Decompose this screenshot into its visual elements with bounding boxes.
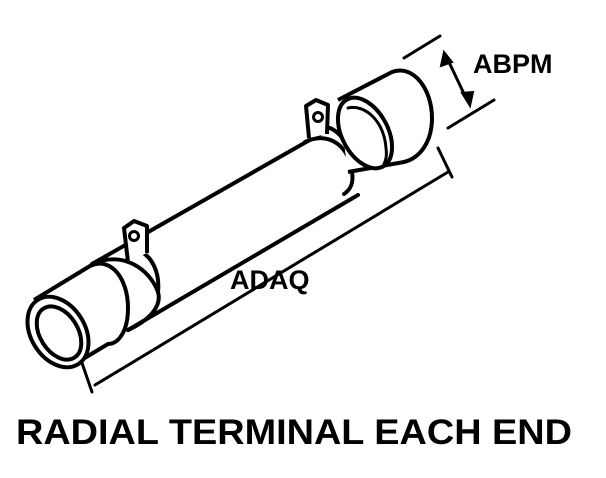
right-radial-terminal [304,98,330,139]
right-end-cap [335,68,434,174]
left-end-cap [25,261,130,370]
arrowhead-down [460,90,475,109]
arrowhead-up [439,49,454,68]
left-radial-terminal [122,219,149,263]
left-terminal-hole [128,230,140,242]
length-dimension [80,146,454,394]
diameter-label: ABPM [473,49,553,79]
diameter-dimension [402,34,496,130]
length-label: ADAQ [230,265,310,295]
caption: RADIAL TERMINAL EACH END [16,413,572,452]
right-terminal-hole [312,111,324,123]
